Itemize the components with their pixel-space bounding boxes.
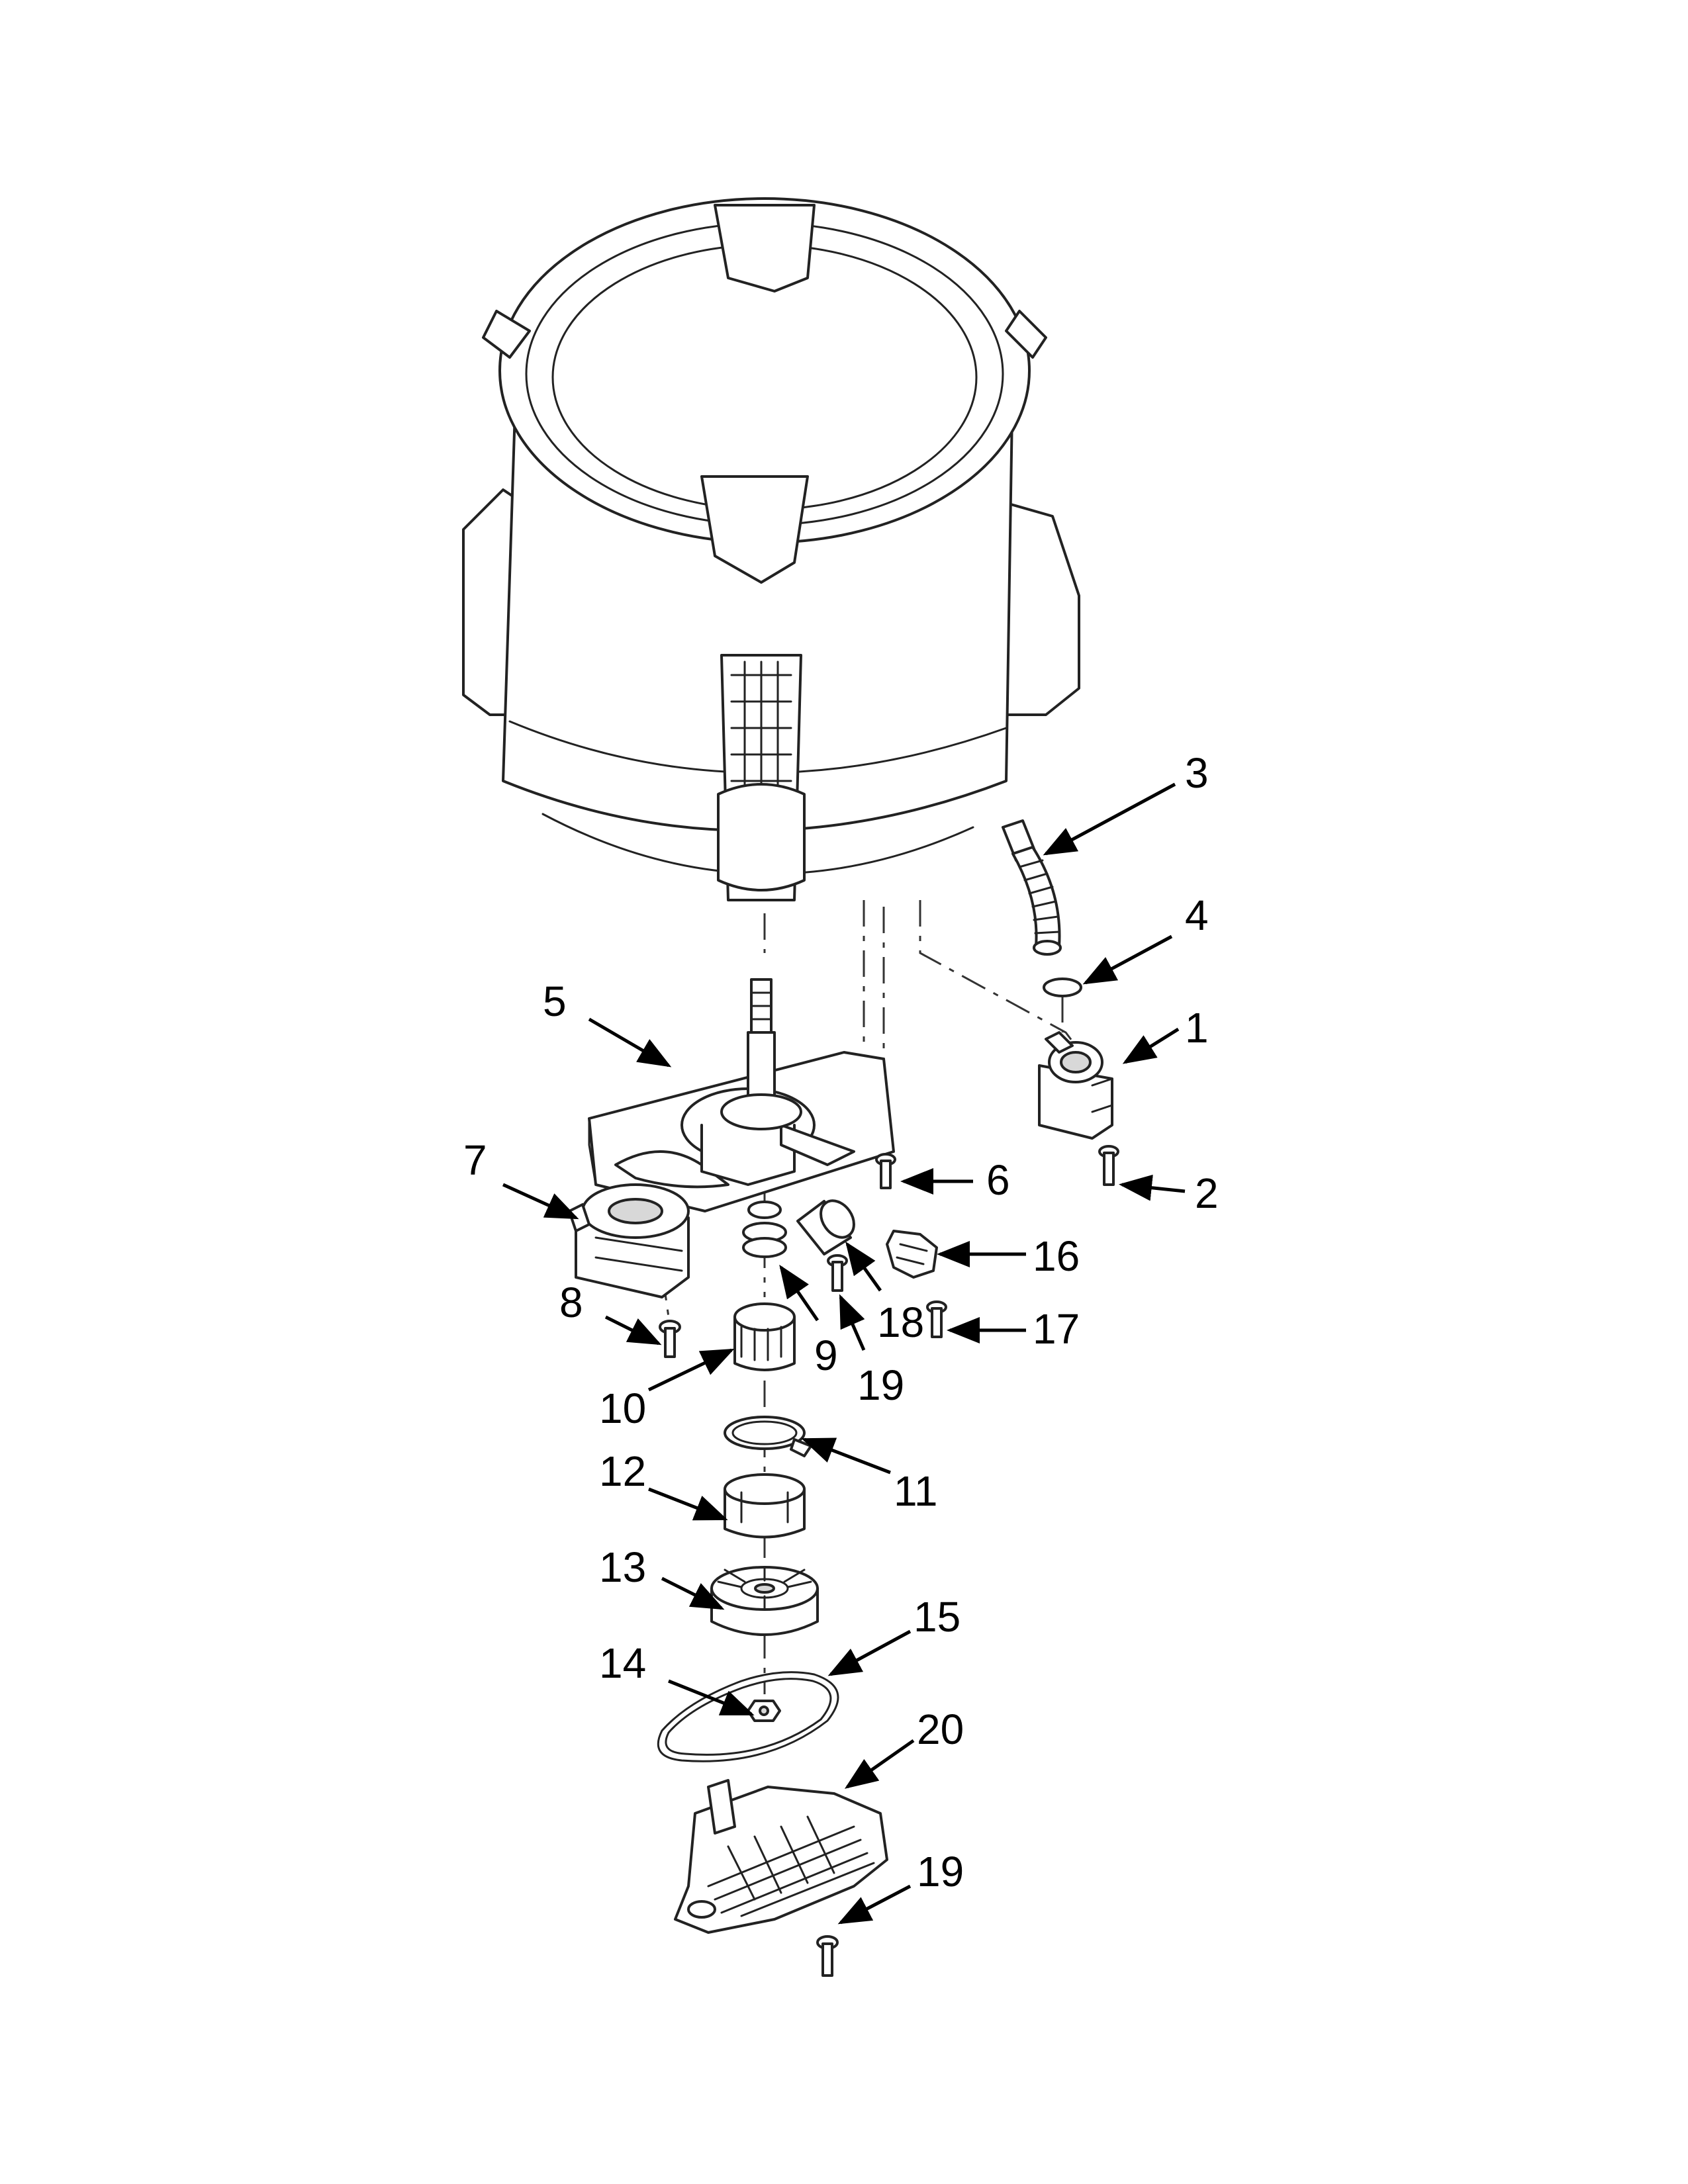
pulley-nut <box>747 1700 781 1722</box>
spring <box>742 1201 787 1258</box>
leader-4 <box>1082 934 1173 985</box>
tub-assembly <box>462 197 1080 901</box>
leader-20 <box>844 1739 915 1789</box>
leader-3 <box>1043 782 1176 856</box>
leader-19a <box>839 1294 866 1351</box>
leader-7 <box>502 1183 579 1220</box>
bracket-screw <box>827 1254 848 1292</box>
lid-switch <box>886 1230 938 1279</box>
callout-12: 12 <box>599 1447 646 1495</box>
callout-4: 4 <box>1185 891 1209 939</box>
callout-17: 17 <box>1033 1305 1080 1353</box>
alignment-lines <box>654 900 1087 1694</box>
callout-labels: 1 2 3 4 5 6 7 8 9 10 11 12 13 14 15 16 1… <box>463 749 1219 1895</box>
drive-pulley <box>710 1566 819 1636</box>
drive-motor <box>568 1183 690 1298</box>
leader-11 <box>801 1437 891 1475</box>
callout-1: 1 <box>1185 1004 1209 1052</box>
motor-screw <box>659 1320 681 1358</box>
leader-19b <box>837 1884 912 1925</box>
clutch-collar <box>724 1473 806 1539</box>
leader-10 <box>647 1348 735 1392</box>
leader-1 <box>1122 1027 1180 1064</box>
callout-14: 14 <box>599 1639 646 1687</box>
drain-pump <box>1038 1031 1113 1140</box>
leader-2 <box>1119 1174 1186 1201</box>
callout-8: 8 <box>559 1279 583 1326</box>
drive-belt <box>657 1671 839 1762</box>
leader-13 <box>661 1576 725 1610</box>
callout-19b: 19 <box>917 1848 964 1895</box>
leader-9 <box>779 1264 820 1322</box>
leader-12 <box>648 1487 728 1521</box>
leader-8 <box>604 1315 662 1345</box>
leader-14 <box>668 1679 755 1716</box>
callout-11: 11 <box>894 1467 937 1515</box>
retaining-ring <box>724 1416 812 1457</box>
callout-20: 20 <box>917 1706 964 1753</box>
callout-7: 7 <box>463 1136 487 1184</box>
bottom-shield <box>674 1779 888 1934</box>
callout-15: 15 <box>914 1593 961 1641</box>
callout-2: 2 <box>1195 1169 1219 1217</box>
pump-screw <box>1098 1145 1119 1186</box>
base-screw <box>875 1153 896 1189</box>
callout-9: 9 <box>814 1332 838 1379</box>
hose-clamp <box>1043 978 1082 997</box>
callout-16: 16 <box>1033 1232 1080 1280</box>
callout-13: 13 <box>599 1543 646 1591</box>
callout-3: 3 <box>1185 749 1209 797</box>
cylinder-part <box>796 1199 855 1255</box>
tub-grille <box>730 660 792 796</box>
leader-lines <box>502 782 1186 1925</box>
callout-10: 10 <box>599 1385 646 1432</box>
leader-5 <box>588 1017 672 1068</box>
callout-18: 18 <box>877 1298 924 1346</box>
callout-19a: 19 <box>857 1361 904 1409</box>
callout-6: 6 <box>986 1156 1010 1204</box>
drive-hub <box>733 1302 796 1371</box>
leader-15 <box>827 1629 912 1676</box>
callout-5: 5 <box>543 978 567 1025</box>
gearcase-base-plate <box>588 978 895 1212</box>
shield-screw <box>816 1935 839 1977</box>
leader-18 <box>845 1241 882 1292</box>
switch-screw <box>926 1300 947 1338</box>
drain-hose <box>1002 819 1062 956</box>
